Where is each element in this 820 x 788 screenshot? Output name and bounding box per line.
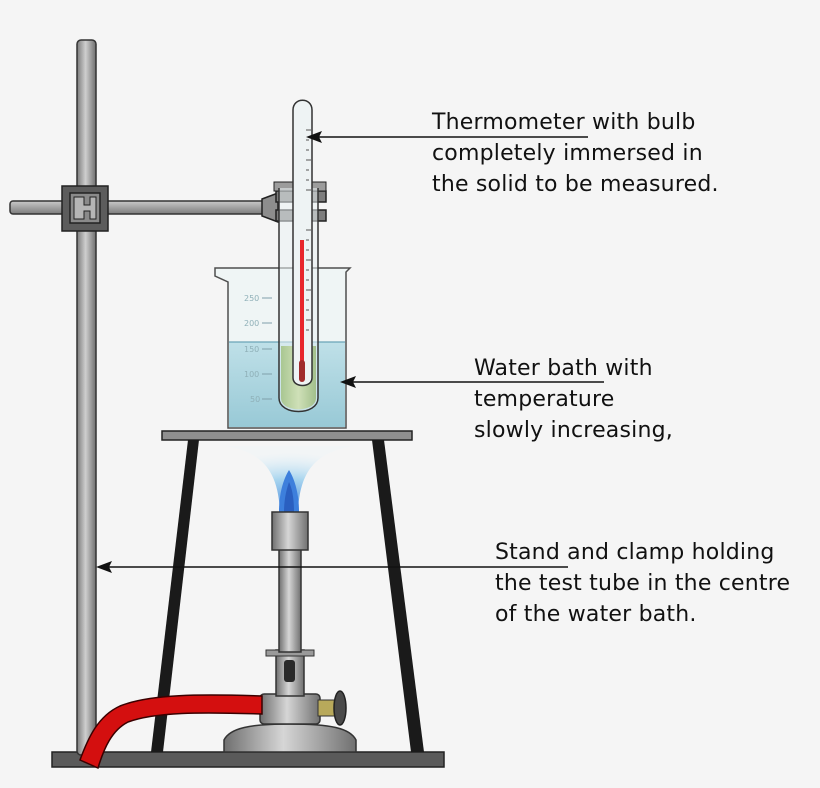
water-bath-label-line-2: temperature bbox=[474, 387, 615, 412]
water-bath-label-line-1: Water bath with bbox=[474, 356, 653, 381]
thermometer-label-line-1: Thermometer with bulb bbox=[432, 110, 696, 135]
water-bath-label-line-3: slowly increasing, bbox=[474, 418, 673, 443]
thermometer-label: Thermometer with bulb completely immerse… bbox=[432, 107, 719, 200]
water-bath-label: Water bath with temperature slowly incre… bbox=[474, 353, 673, 446]
stand-label-line-2: the test tube in the centre bbox=[495, 571, 791, 596]
thermometer-label-line-3: the solid to be measured. bbox=[432, 172, 719, 197]
thermometer bbox=[292, 99, 313, 387]
beaker-scale-150: 150 bbox=[244, 345, 259, 354]
stand-label-line-3: of the water bath. bbox=[495, 602, 697, 627]
tripod-legs bbox=[151, 440, 424, 752]
clamp-arm bbox=[9, 200, 273, 215]
label-pointers bbox=[96, 131, 604, 573]
tripod-top bbox=[161, 430, 413, 441]
stand-label-line-1: Stand and clamp holding bbox=[495, 540, 775, 565]
boss-head bbox=[61, 185, 109, 232]
stand-base-plate bbox=[51, 751, 445, 768]
beaker-scale-250: 250 bbox=[244, 294, 259, 303]
thermometer-arrowhead bbox=[306, 131, 322, 143]
beaker-scale-100: 100 bbox=[244, 370, 259, 379]
beaker-scale-50: 50 bbox=[250, 395, 260, 404]
stand-label: Stand and clamp holding the test tube in… bbox=[495, 537, 790, 630]
burner-flame bbox=[225, 446, 354, 512]
stand-rod bbox=[76, 39, 97, 756]
bunsen-burner bbox=[223, 511, 357, 753]
water-bath-arrowhead bbox=[340, 376, 356, 388]
beaker-scale bbox=[262, 297, 272, 400]
stand-arrowhead bbox=[96, 561, 112, 573]
beaker-scale-200: 200 bbox=[244, 319, 259, 328]
thermometer-label-line-2: completely immersed in bbox=[432, 141, 703, 166]
gas-hose bbox=[79, 694, 263, 770]
